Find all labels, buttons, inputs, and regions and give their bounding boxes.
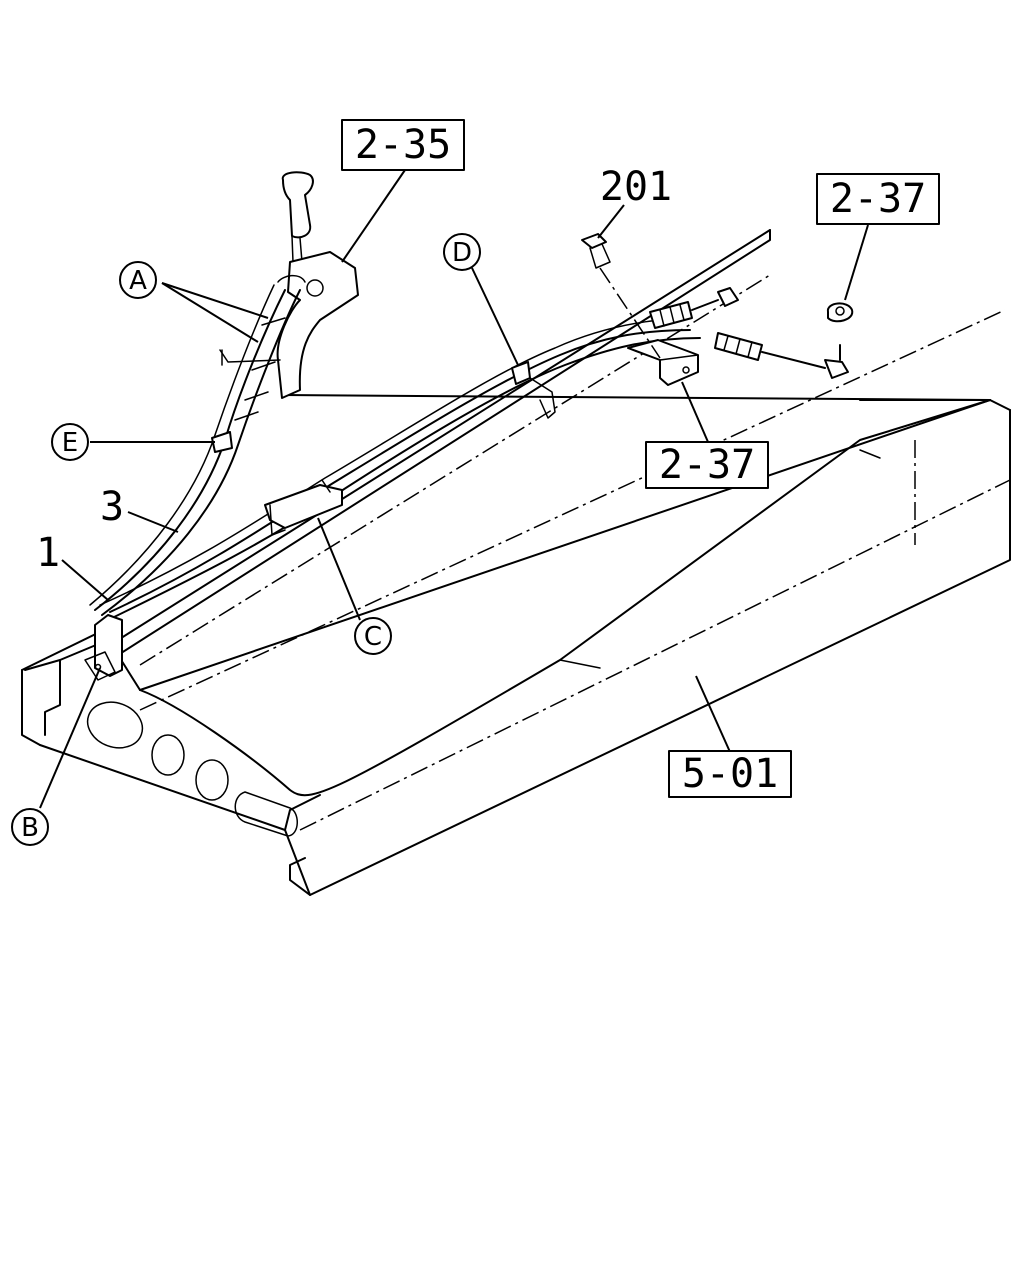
shift-lever-assembly <box>219 171 359 399</box>
part-number-201[interactable]: 201 <box>600 164 672 210</box>
circle-label-a[interactable]: A <box>119 261 157 299</box>
callout-2-35-text: 2-35 <box>355 122 451 168</box>
circle-label-c-text: C <box>364 622 382 652</box>
part-number-1[interactable]: 1 <box>36 530 60 576</box>
callout-2-37-top-text: 2-37 <box>830 176 926 222</box>
callout-2-37-top[interactable]: 2-37 <box>816 173 940 225</box>
callout-2-37-mid[interactable]: 2-37 <box>645 441 769 489</box>
circle-label-c[interactable]: C <box>354 617 392 655</box>
circle-label-b-text: B <box>21 813 39 843</box>
shift-cables <box>84 284 701 681</box>
circle-label-e[interactable]: E <box>51 423 89 461</box>
circle-label-d[interactable]: D <box>443 233 481 271</box>
circle-label-e-text: E <box>62 428 78 458</box>
leader-lines <box>39 169 869 809</box>
cable-end-assembly <box>581 233 854 386</box>
callout-5-01-text: 5-01 <box>682 751 778 797</box>
frame-rail <box>21 229 1011 896</box>
callout-2-37-mid-text: 2-37 <box>659 442 755 488</box>
part-number-3[interactable]: 3 <box>100 484 124 530</box>
callout-5-01[interactable]: 5-01 <box>668 750 792 798</box>
circle-label-d-text: D <box>452 238 472 268</box>
callout-2-35[interactable]: 2-35 <box>341 119 465 171</box>
circle-label-b[interactable]: B <box>11 808 49 846</box>
circle-label-a-text: A <box>129 266 147 296</box>
